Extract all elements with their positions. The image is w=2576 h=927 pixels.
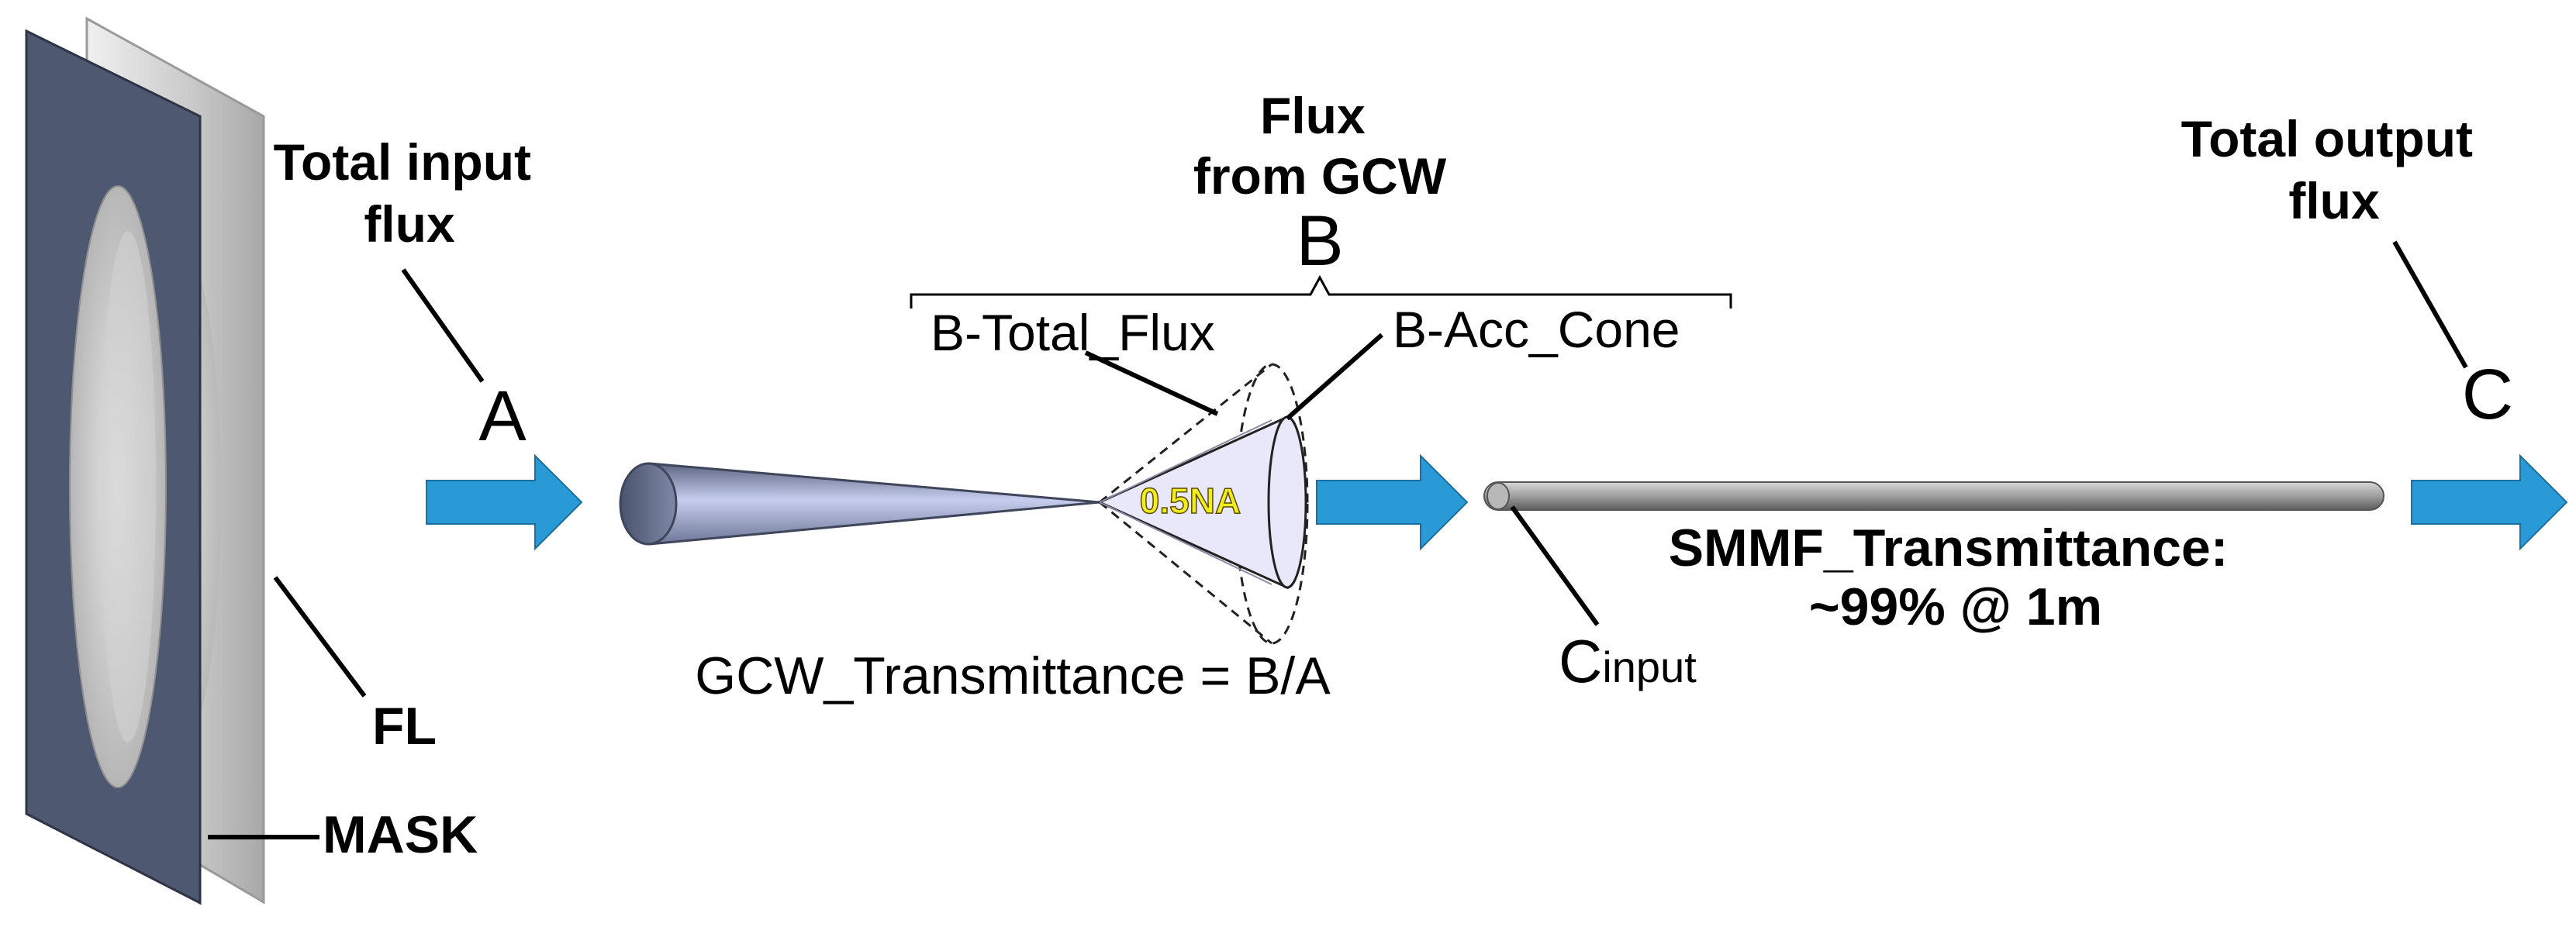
smmf-fiber <box>1483 481 2384 511</box>
c-input-label: Cinput <box>1559 627 1697 695</box>
gcw-transmittance-label: GCW_Transmittance = B/A <box>695 646 1331 705</box>
fl-label: FL <box>372 697 437 756</box>
leader-lines <box>208 240 2468 839</box>
smmf-transmittance-label: SMMF_Transmittance: ~99% @ 1m <box>1669 519 2243 636</box>
total-input-flux-label: Total input flux <box>274 133 546 253</box>
b-acc-cone-label: B-Acc_Cone <box>1393 301 1680 358</box>
output-arrow <box>2411 453 2568 551</box>
input-arrow <box>426 453 583 551</box>
point-b-label: B <box>1296 202 1343 281</box>
b-brace <box>910 274 1732 308</box>
gcw-input-face <box>619 462 678 546</box>
total-output-flux-label: Total output flux <box>2181 110 2488 229</box>
flux-from-gcw-label: Flux from GCW <box>1193 87 1447 205</box>
mask-plate <box>25 29 202 905</box>
point-a-label: A <box>478 377 527 456</box>
gcw-output-arrow <box>1316 453 1469 551</box>
b-total-flux-label: B-Total_Flux <box>931 304 1215 361</box>
mask-label: MASK <box>323 805 478 864</box>
na-value-label: 0.5NA <box>1140 481 1241 521</box>
point-c-label: C <box>2462 355 2513 434</box>
gcw-waveguide <box>619 462 1100 546</box>
b-acc-cone <box>1096 415 1307 590</box>
